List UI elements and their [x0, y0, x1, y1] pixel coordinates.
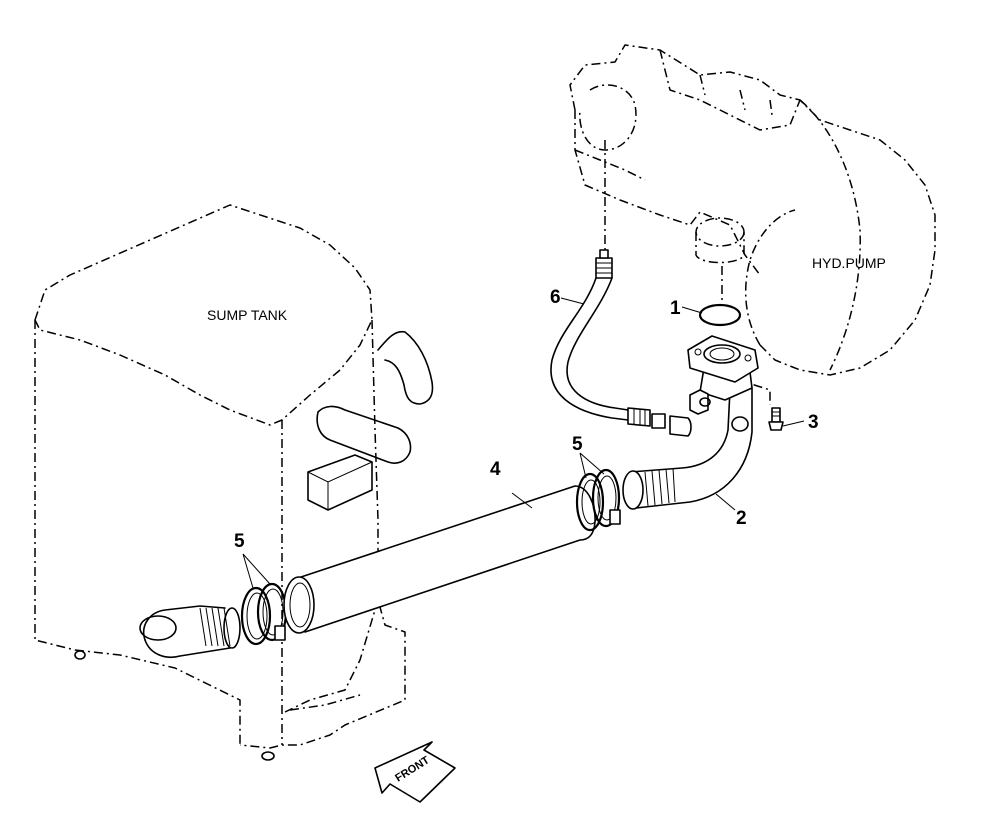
tank-outlet-elbow	[139, 605, 241, 658]
pilot-hose	[550, 249, 692, 437]
o-ring	[698, 303, 742, 327]
front-direction-arrow: FRONT	[374, 741, 456, 803]
callout-5-left: 5	[234, 531, 245, 552]
hose-clamps-left	[240, 582, 288, 646]
hose-clamps-right	[575, 468, 621, 532]
sump-tank-phantom	[34, 204, 406, 749]
callout-3: 3	[808, 412, 819, 433]
mounting-bolt	[768, 407, 784, 431]
hyd-pump-label: HYD.PUMP	[812, 255, 886, 271]
leader-lines	[242, 297, 805, 589]
callout-2: 2	[736, 508, 747, 529]
callout-4: 4	[490, 459, 501, 480]
front-label: FRONT	[393, 754, 432, 784]
suction-elbow-pipe	[622, 335, 759, 510]
callout-5-right: 5	[572, 434, 583, 455]
sump-tank-label: SUMP TANK	[207, 307, 288, 323]
tank-inlet-elbow	[74, 330, 434, 761]
callout-1: 1	[670, 298, 681, 319]
hyd-pump-phantom	[569, 44, 936, 405]
callout-6: 6	[550, 287, 561, 308]
